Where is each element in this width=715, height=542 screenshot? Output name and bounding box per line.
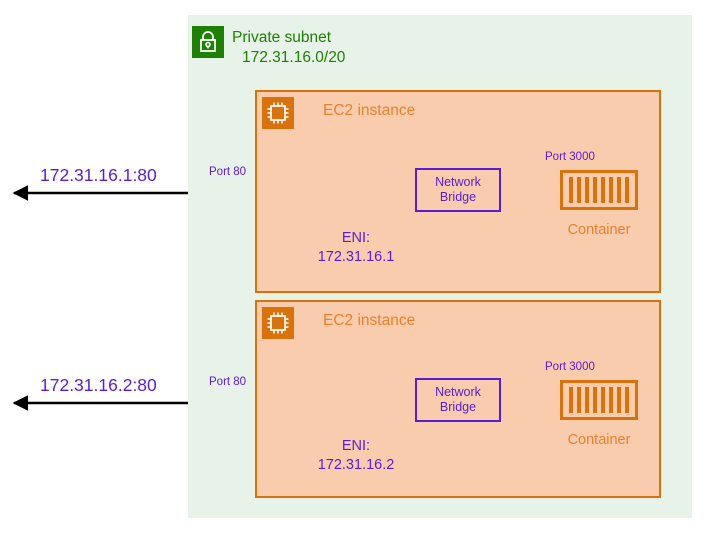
network-bridge-label-line1: Network [435, 385, 481, 399]
container-slat [577, 177, 581, 203]
container-port-label: Port 3000 [545, 151, 595, 163]
container-slat [593, 177, 597, 203]
private-subnet-title: Private subnet [232, 29, 332, 46]
ec2-instance-title: EC2 instance [323, 312, 416, 329]
eni-label-line2: 172.31.16.2 [317, 457, 395, 473]
container-slat [625, 387, 629, 413]
cpu-chip-icon [262, 97, 294, 129]
host-port-label: Port 80 [209, 376, 247, 388]
container-slat [601, 387, 605, 413]
container-slat [593, 387, 597, 413]
container-slat [577, 387, 581, 413]
network-bridge-label-line1: Network [435, 175, 481, 189]
shipping-container-icon [560, 170, 638, 210]
container-slat [617, 177, 621, 203]
eni-label-line1: ENI: [341, 230, 371, 246]
shipping-container-icon [560, 380, 638, 420]
ec2-instance-title: EC2 instance [323, 102, 416, 119]
container-slat [609, 177, 613, 203]
host-port-label: Port 80 [209, 166, 247, 178]
container-slat [569, 177, 573, 203]
eni-label-line1: ENI: [341, 438, 371, 454]
container-slat [625, 177, 629, 203]
container-slat [585, 387, 589, 413]
container-slat [585, 177, 589, 203]
network-bridge-box: Network Bridge [415, 168, 501, 212]
eni-label: ENI: 172.31.16.1 [271, 229, 441, 267]
network-bridge-label-line2: Bridge [439, 190, 477, 204]
container-slat [569, 387, 573, 413]
external-endpoint-label: 172.31.16.2:80 [40, 375, 157, 395]
container-slat [617, 387, 621, 413]
private-subnet-cidr: 172.31.16.0/20 [242, 49, 346, 66]
network-bridge-label-line2: Bridge [439, 400, 477, 414]
private-subnet-title-block: Private subnet 172.31.16.0/20 [232, 28, 492, 68]
network-bridge-box: Network Bridge [415, 378, 501, 422]
eni-label: ENI: 172.31.16.2 [271, 437, 441, 475]
container-label: Container [567, 222, 631, 238]
container-port-label: Port 3000 [545, 361, 595, 373]
container-slat [601, 177, 605, 203]
eni-label-line2: 172.31.16.1 [317, 249, 395, 265]
container-slat [609, 387, 613, 413]
lock-icon [192, 26, 224, 58]
container-label: Container [567, 432, 631, 448]
cpu-chip-icon [262, 307, 294, 339]
external-endpoint-label: 172.31.16.1:80 [40, 165, 157, 185]
